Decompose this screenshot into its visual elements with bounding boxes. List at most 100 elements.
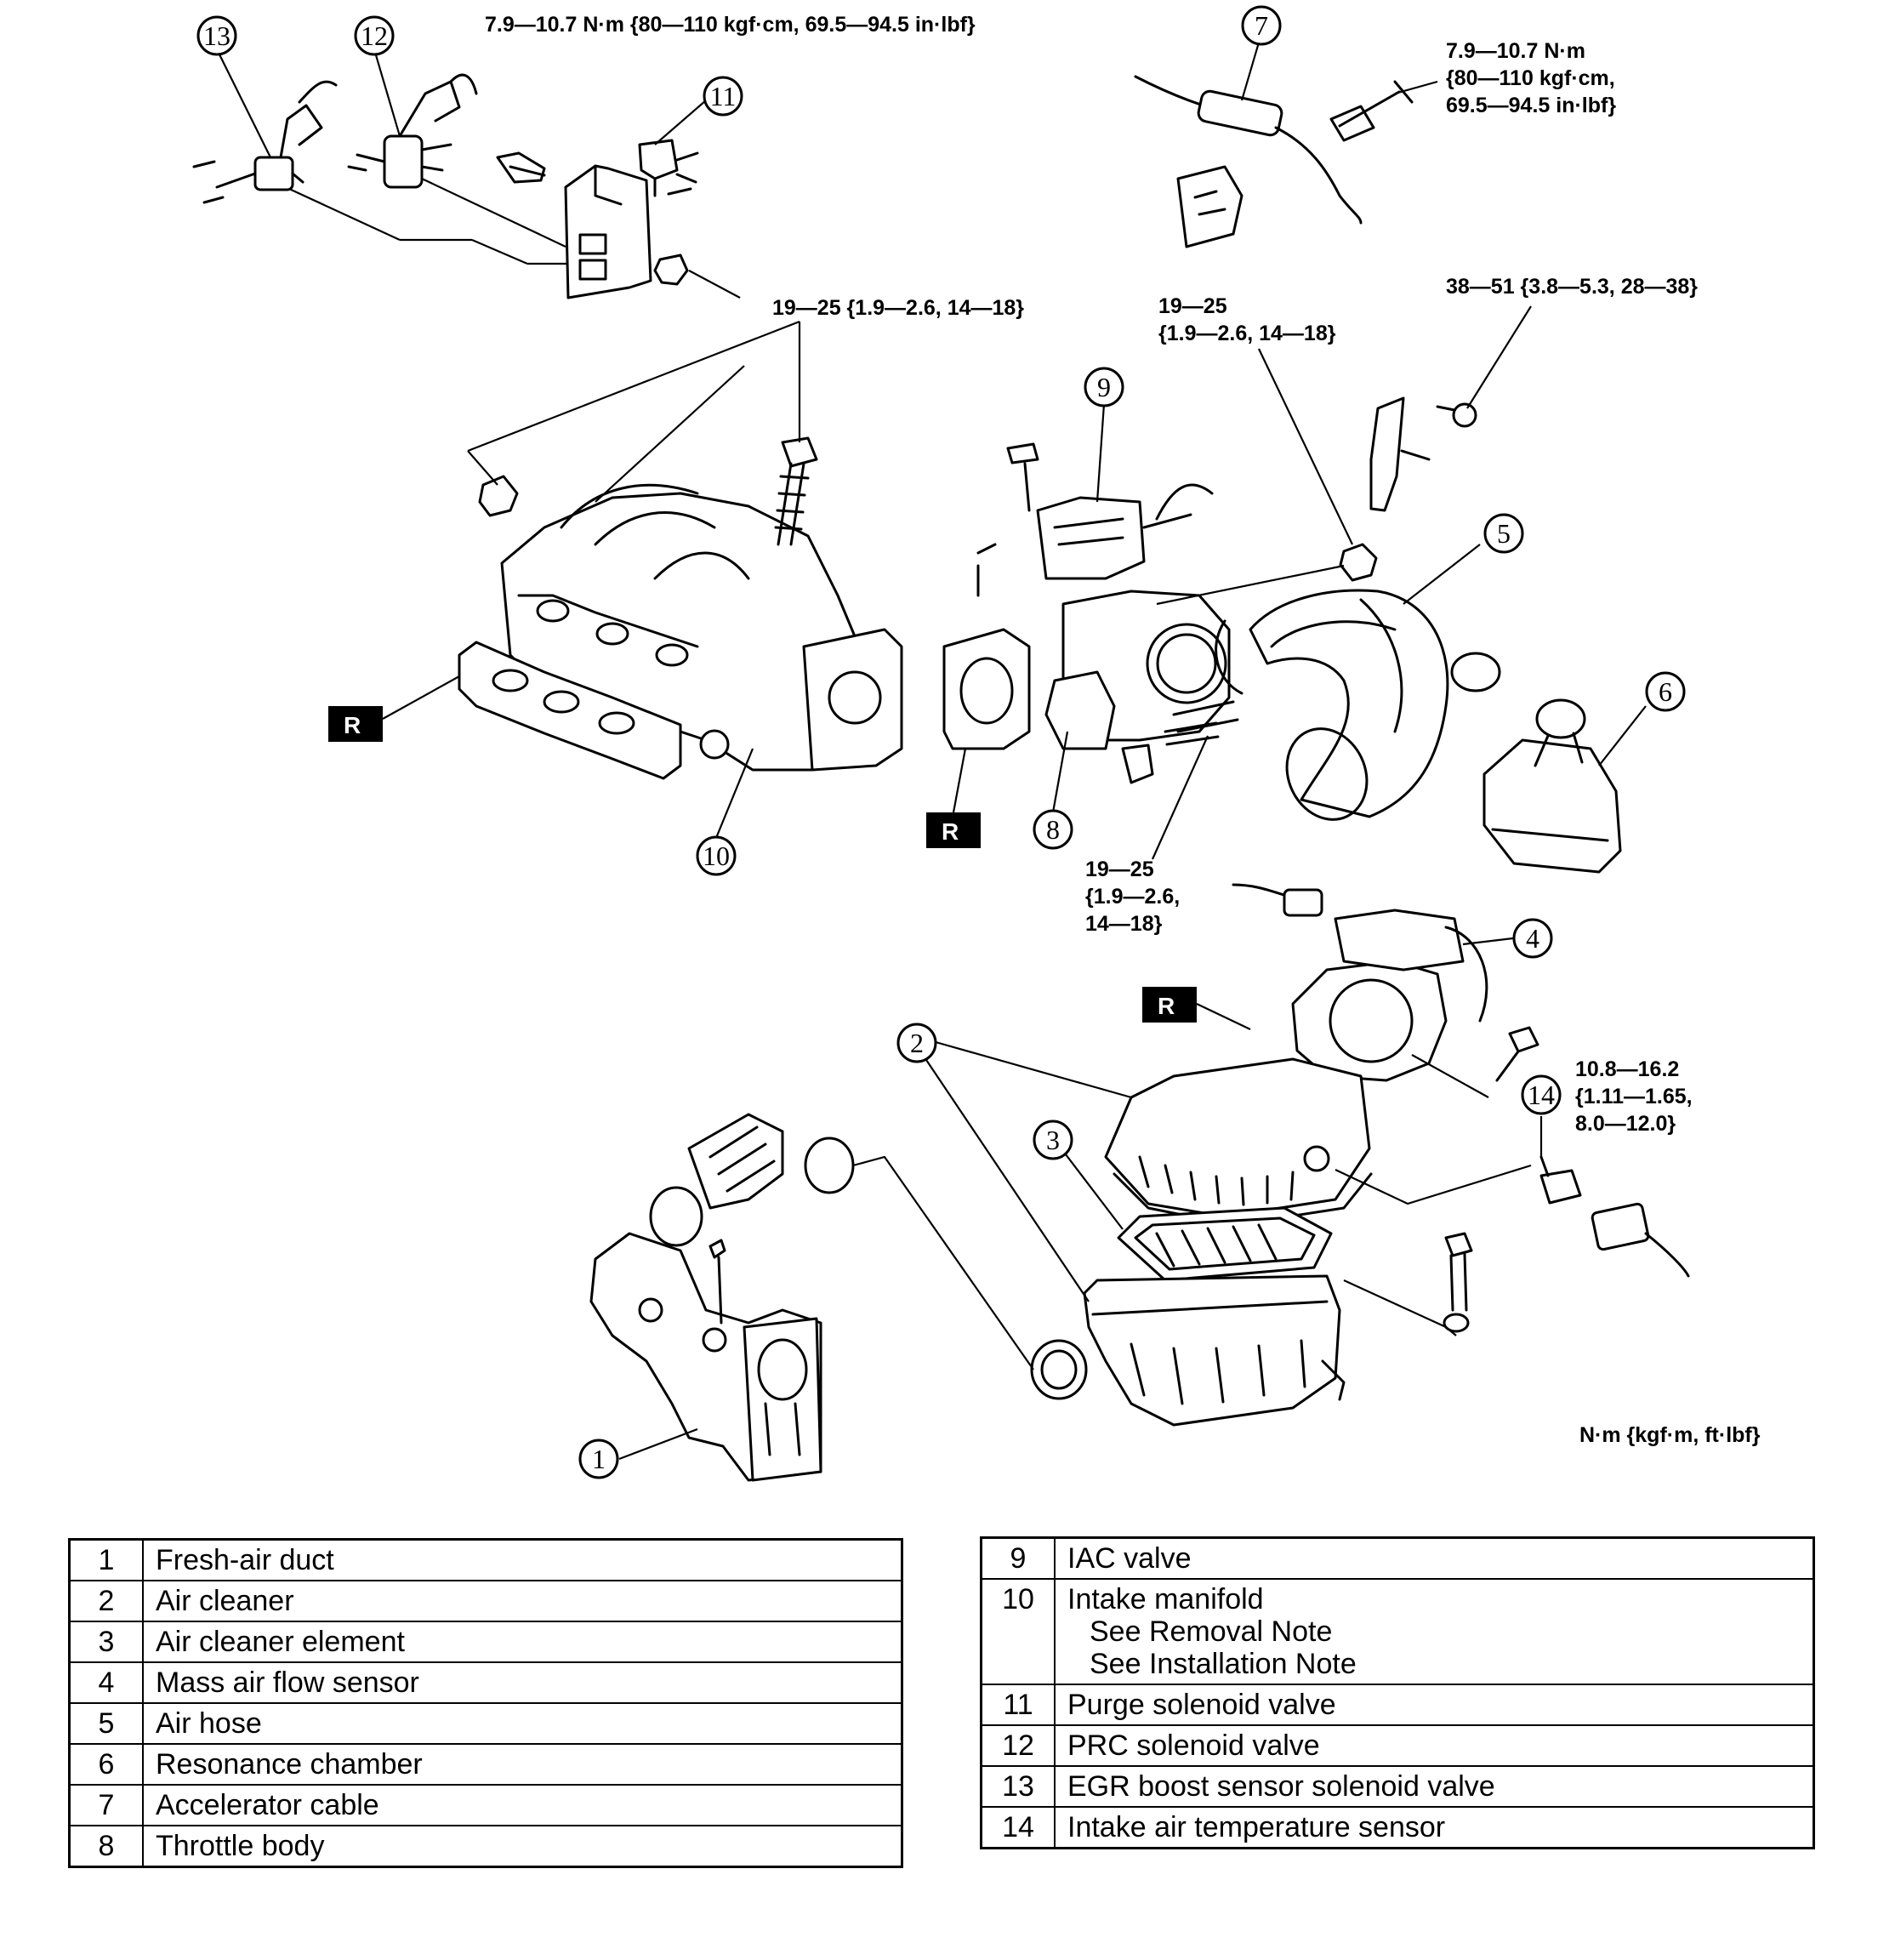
- leader-1: [618, 1427, 698, 1461]
- callout-5: 5: [1483, 513, 1524, 554]
- torque-spec-throttle-2: {1.9—2.6, 14—18}: [1158, 322, 1336, 345]
- manifold-nut: [478, 475, 519, 517]
- leader-10: [714, 748, 754, 839]
- svg-text:R: R: [942, 818, 959, 845]
- svg-text:5: 5: [1497, 518, 1511, 549]
- callout-11: 11: [703, 76, 743, 117]
- leader-valve-12-bracket: [421, 178, 566, 248]
- svg-text:11: 11: [710, 81, 737, 111]
- part-number: 4: [68, 1661, 144, 1704]
- torque-spec-solenoid-bracket: 7.9—10.7 N·m {80—110 kgf·cm, 69.5—94.5 i…: [485, 13, 976, 37]
- manifold-bolt: [774, 436, 818, 546]
- part-number: 9: [980, 1536, 1056, 1580]
- torque-spec-bracket: 38—51 {3.8—5.3, 28—38}: [1446, 275, 1698, 299]
- part-name: Air cleaner: [142, 1580, 903, 1622]
- replace-tag-manifold-gasket: R: [328, 706, 383, 742]
- manifold-gasket: [458, 641, 682, 780]
- part-name: Mass air flow sensor: [142, 1661, 903, 1704]
- part-name: Air hose: [142, 1702, 903, 1745]
- part-number: 8: [68, 1825, 144, 1868]
- leader-8: [1051, 731, 1069, 813]
- svg-text:1: 1: [592, 1444, 606, 1474]
- part-number: 5: [68, 1702, 144, 1745]
- part-name: PRC solenoid valve: [1054, 1724, 1815, 1767]
- part-number: 7: [68, 1784, 144, 1826]
- mass-air-flow-sensor-4: [1232, 883, 1488, 1082]
- callout-1: 1: [578, 1439, 619, 1479]
- replace-tag-throttle-gasket: R: [926, 812, 981, 848]
- leader-throttle-torque: [1156, 348, 1353, 606]
- leader-tag-throttle-gasket: [952, 748, 967, 813]
- leader-cable-bolt-torque: [1394, 80, 1438, 95]
- leader-iat-sensor: [1335, 1164, 1532, 1205]
- fresh-air-hose: [649, 1113, 855, 1247]
- leader-4: [1462, 937, 1514, 946]
- callout-12: 12: [354, 15, 395, 56]
- callout-6: 6: [1645, 671, 1686, 712]
- leader-2b: [922, 1054, 1090, 1302]
- part-name: Throttle body: [142, 1825, 903, 1868]
- torque-spec-iat-2: {1.11—1.65,: [1575, 1085, 1693, 1108]
- leader-tag-manifold-gasket: [382, 675, 460, 720]
- leader-throttle-lower-torque: [1151, 735, 1209, 860]
- fresh-air-duct-1: [589, 1232, 822, 1482]
- torque-spec-throttle-lower-3: 14—18}: [1085, 912, 1163, 936]
- callout-2: 2: [896, 1023, 937, 1063]
- part-name-with-notes: Intake manifold See Removal Note See Ins…: [1054, 1578, 1815, 1685]
- air-cleaner-upper-2: [1104, 1057, 1373, 1227]
- callout-8: 8: [1033, 809, 1073, 850]
- throttle-nut: [1339, 543, 1378, 582]
- bracket-nut: [653, 254, 689, 286]
- leader-solenoid-connection: [288, 188, 741, 299]
- part-name: Fresh-air duct: [142, 1538, 903, 1581]
- part-name: Intake air temperature sensor: [1054, 1806, 1815, 1849]
- torque-spec-throttle-1: 19—25: [1158, 294, 1227, 318]
- air-cleaner-lower-2: [1030, 1274, 1346, 1427]
- torque-spec-throttle-lower-2: {1.9—2.6,: [1085, 885, 1180, 909]
- part-number: 10: [980, 1578, 1056, 1685]
- table-row: 10 Intake manifold See Removal Note See …: [980, 1578, 1815, 1685]
- accelerator-cable-7: [1134, 75, 1363, 248]
- air-hose-5: [1215, 589, 1449, 821]
- mounting-bracket: [1369, 396, 1477, 512]
- svg-text:8: 8: [1046, 814, 1060, 845]
- part-name: Intake manifold: [1067, 1583, 1264, 1615]
- installation-note-ref: See Installation Note: [1090, 1648, 1357, 1680]
- air-cleaner-bolt: [1443, 1232, 1473, 1333]
- part-name: IAC valve: [1054, 1536, 1815, 1580]
- leader-7: [1240, 42, 1261, 101]
- iac-valve-9: [976, 442, 1214, 597]
- part-number: 6: [68, 1743, 144, 1786]
- solenoid-valve-13: [192, 80, 338, 204]
- leader-13: [216, 48, 271, 158]
- solenoid-bracket: [564, 164, 652, 299]
- svg-text:10: 10: [703, 840, 730, 871]
- callout-9: 9: [1084, 367, 1124, 407]
- torque-spec-cable-bracket-3: 69.5—94.5 in·lbf}: [1446, 94, 1616, 117]
- svg-text:9: 9: [1097, 372, 1111, 402]
- torque-spec-manifold: 19—25 {1.9—2.6, 14—18}: [772, 296, 1024, 320]
- svg-text:12: 12: [361, 20, 388, 51]
- svg-text:4: 4: [1526, 923, 1539, 954]
- cable-bracket-bolt: [1329, 80, 1414, 142]
- leader-12: [373, 48, 401, 137]
- callout-4: 4: [1512, 918, 1553, 959]
- torque-unit-note: N·m {kgf·m, ft·lbf}: [1579, 1423, 1761, 1447]
- bracket-bolt: [496, 151, 546, 184]
- part-number: 11: [980, 1684, 1056, 1726]
- torque-spec-iat-1: 10.8—16.2: [1575, 1057, 1679, 1081]
- resonance-chamber-6: [1482, 698, 1622, 874]
- leader-11: [654, 100, 707, 145]
- svg-text:6: 6: [1659, 676, 1672, 707]
- callout-13: 13: [196, 15, 237, 56]
- part-number: 12: [980, 1724, 1056, 1767]
